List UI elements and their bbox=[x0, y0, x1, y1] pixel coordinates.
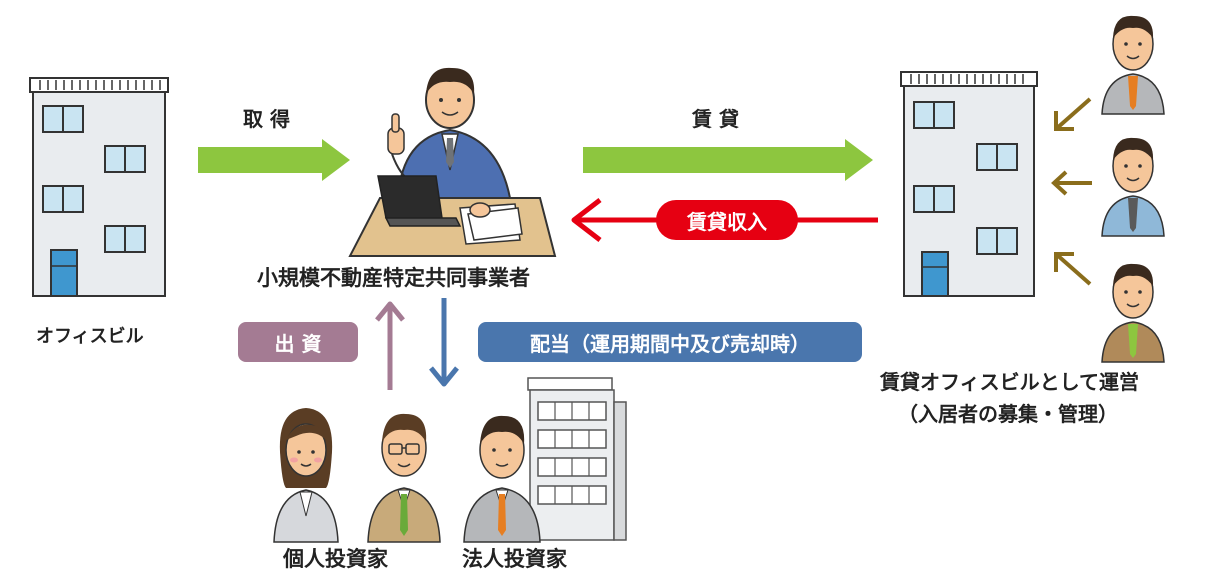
corporate-investor-man-icon bbox=[463, 415, 541, 543]
office-building-label: オフィスビル bbox=[36, 326, 144, 347]
individual-investor-label: 個人投資家 bbox=[283, 547, 388, 571]
acquire-arrow bbox=[198, 139, 350, 181]
individual-investor-woman-icon bbox=[273, 408, 339, 543]
corporate-investor-label: 法人投資家 bbox=[462, 547, 567, 571]
dividend-badge: 配当（運用期間中及び売却時） bbox=[478, 322, 862, 362]
lease-arrow bbox=[583, 139, 873, 181]
operator-label: 小規模不動産特定共同事業者 bbox=[257, 266, 530, 290]
corporate-investor-building-icon bbox=[527, 377, 627, 541]
tenant-arrow-1 bbox=[1054, 97, 1092, 131]
rental-office-label-line1: 賃貸オフィスビルとして運営 bbox=[880, 370, 1139, 394]
tenant-person-3-icon bbox=[1101, 263, 1165, 363]
investment-arrow-up bbox=[375, 301, 405, 390]
tenant-person-1-icon bbox=[1101, 15, 1165, 115]
tenant-arrow-2 bbox=[1051, 170, 1092, 196]
investment-badge: 出 資 bbox=[238, 322, 358, 362]
dividend-arrow-down bbox=[429, 298, 459, 387]
rental-office-building-icon bbox=[900, 71, 1038, 297]
lease-label: 賃 貸 bbox=[692, 107, 739, 131]
office-building-left-icon bbox=[29, 77, 169, 297]
individual-investor-man-icon bbox=[367, 413, 441, 543]
acquire-label: 取 得 bbox=[243, 107, 290, 131]
tenant-person-2-icon bbox=[1101, 137, 1165, 237]
tenant-arrow-3 bbox=[1054, 252, 1092, 286]
businessman-at-desk-icon bbox=[348, 67, 557, 257]
rental-income-badge: 賃貸収入 bbox=[656, 200, 798, 240]
rental-office-label-line2: （入居者の募集・管理） bbox=[898, 402, 1118, 426]
